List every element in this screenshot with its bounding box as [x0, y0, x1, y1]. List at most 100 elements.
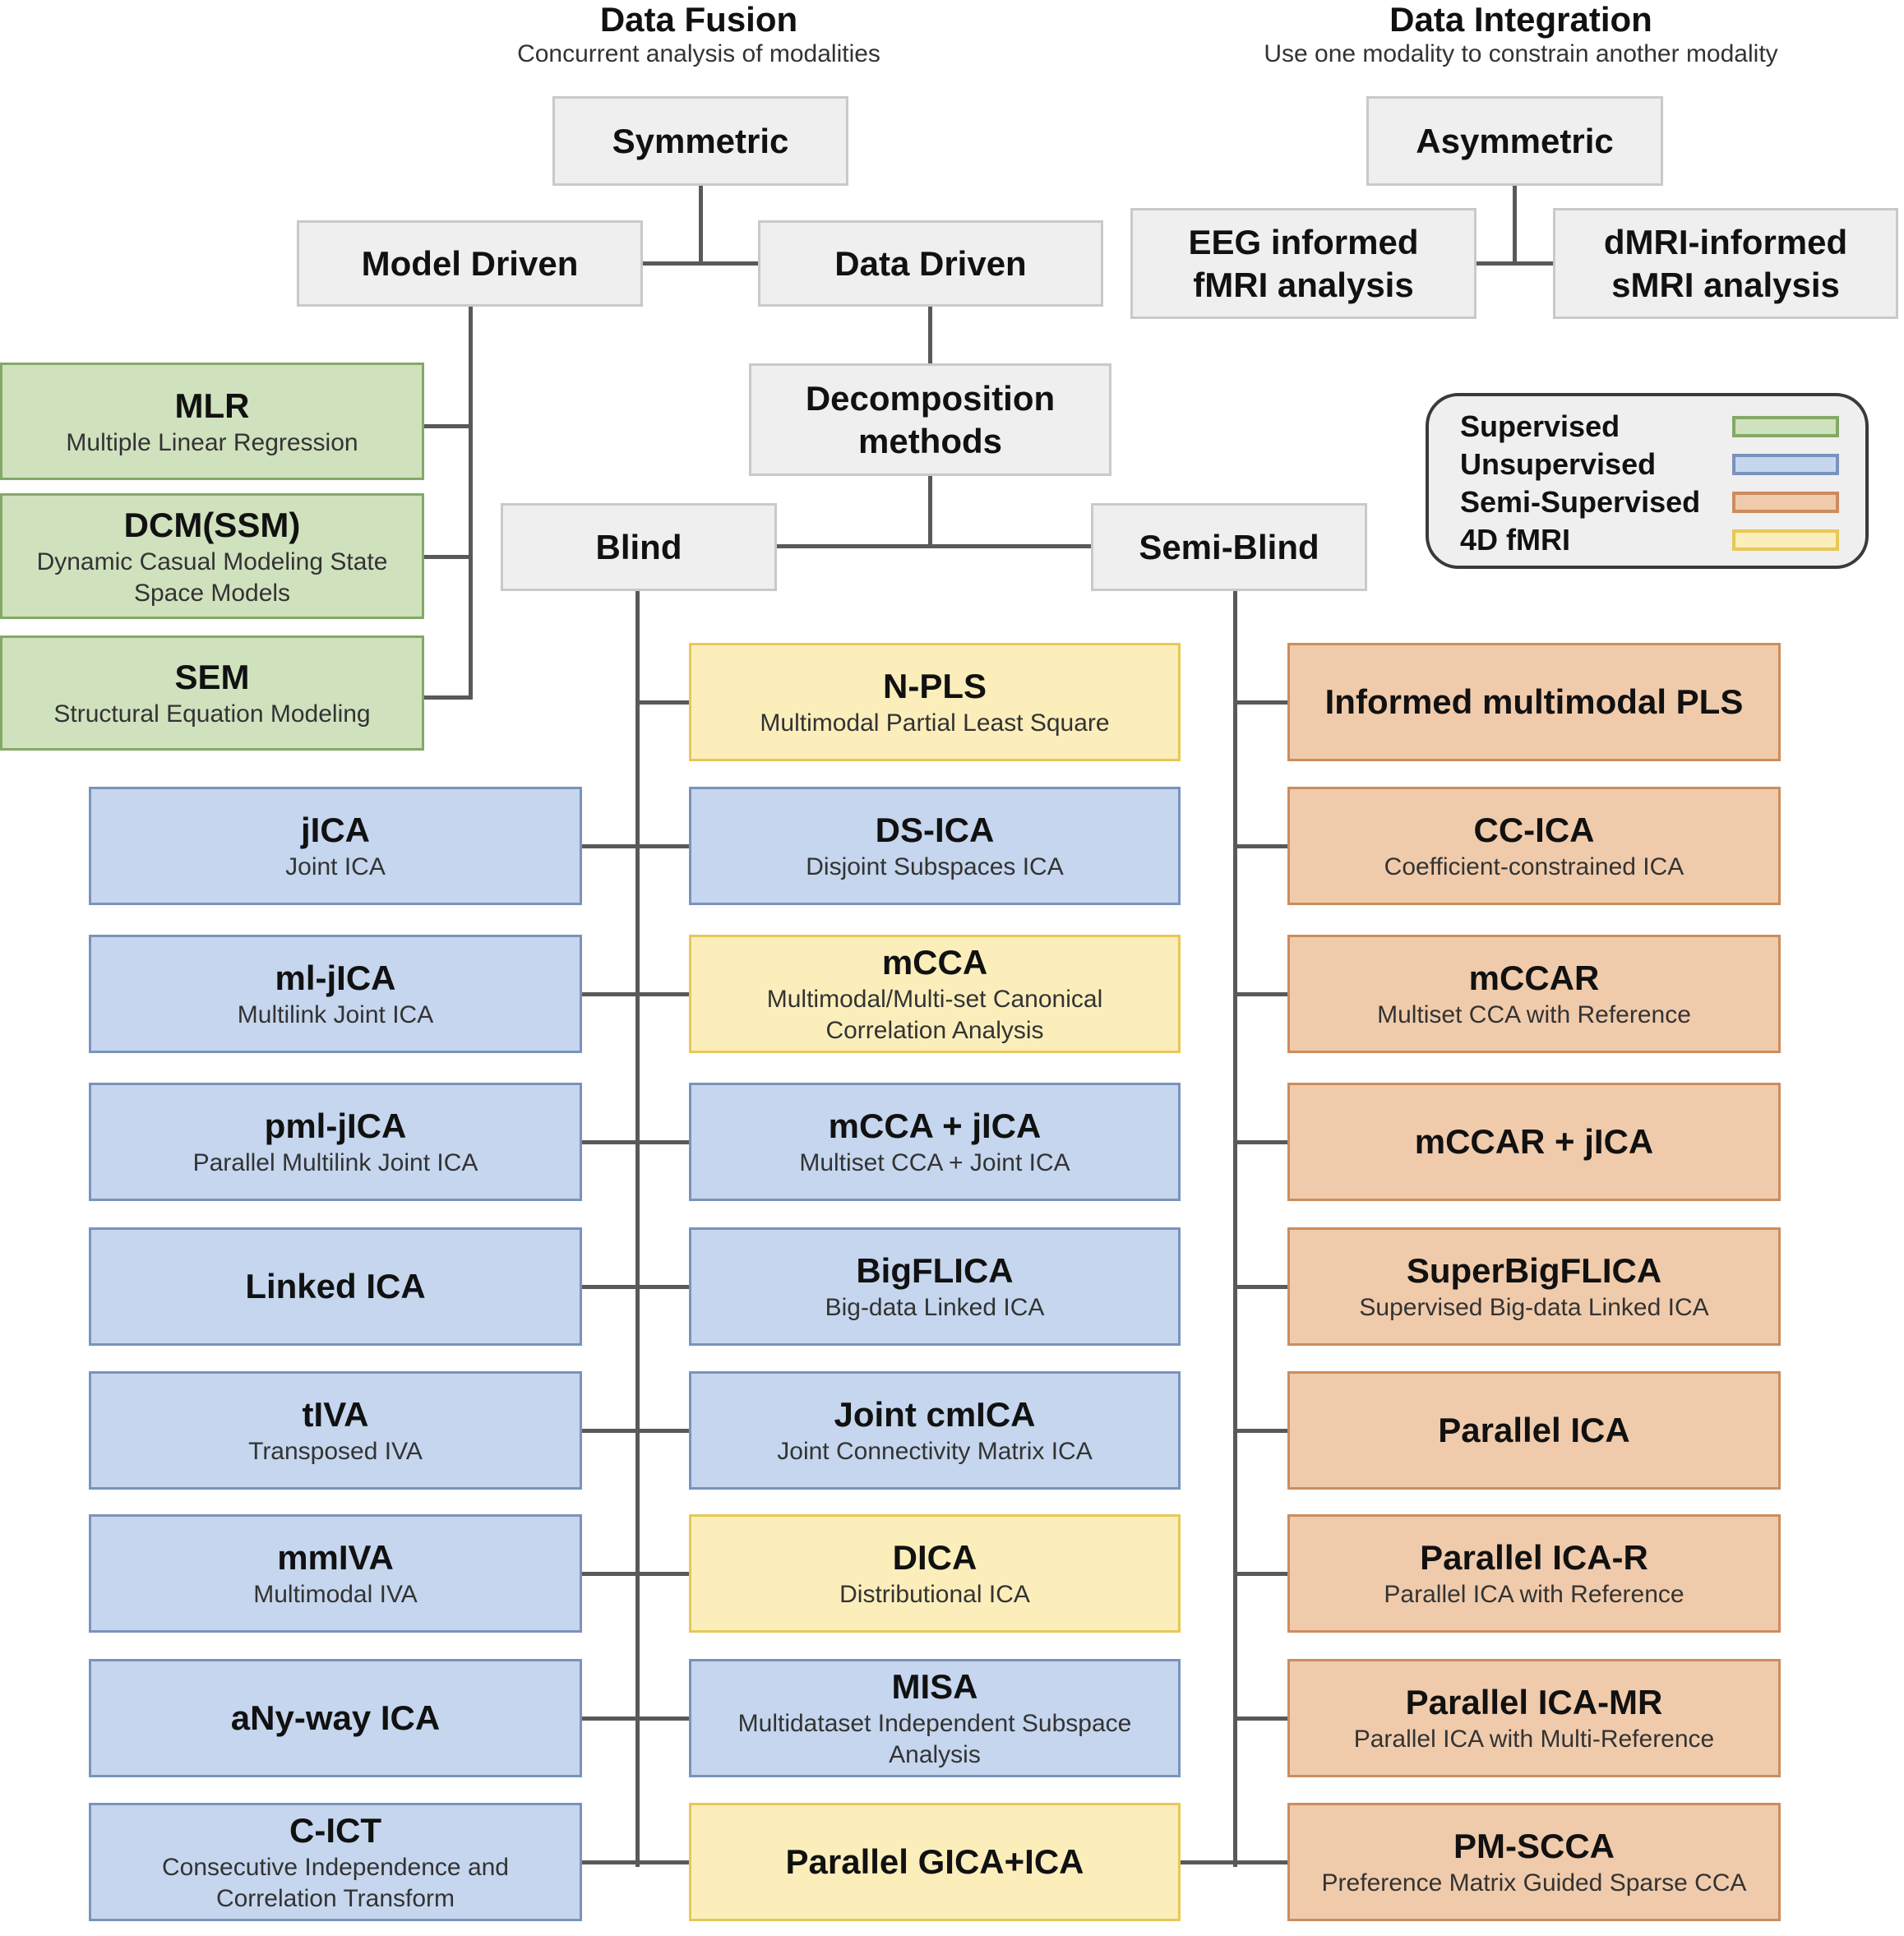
legend-item: 4D fMRI: [1460, 521, 1839, 559]
connector: [637, 1860, 689, 1864]
connector: [582, 844, 640, 848]
method-desc: Big-data Linked ICA: [825, 1294, 1045, 1321]
connector: [643, 261, 758, 266]
connector: [699, 186, 703, 264]
data-integration-title: Data Integration: [1389, 0, 1652, 39]
method-name: CC-ICA: [1473, 811, 1595, 849]
method-name: DICA: [892, 1538, 977, 1577]
legend-label: Supervised: [1460, 409, 1620, 443]
symmetric-label: Symmetric: [612, 121, 789, 160]
model-driven-node: Model Driven: [297, 220, 643, 307]
data-driven-label: Data Driven: [834, 243, 1027, 283]
connector: [637, 992, 689, 996]
connector: [582, 1572, 640, 1576]
connector: [928, 476, 932, 547]
method-desc: Multimodal/Multi-set Canonical Correlati…: [766, 986, 1103, 1044]
connector: [1235, 1860, 1287, 1864]
method-name: mmIVA: [277, 1538, 394, 1577]
connector: [637, 1572, 689, 1576]
method-desc: Joint ICA: [285, 853, 386, 880]
legend-label: Semi-Supervised: [1460, 485, 1701, 519]
method-box: mCCAR Multiset CCA with Reference: [1287, 935, 1781, 1053]
connector: [637, 700, 689, 705]
connector: [1235, 1429, 1287, 1433]
method-name: pml-jICA: [264, 1107, 407, 1145]
method-desc: Multidataset Independent Subspace Analys…: [737, 1710, 1132, 1768]
connector: [1235, 700, 1287, 705]
method-box: pml-jICA Parallel Multilink Joint ICA: [89, 1083, 582, 1201]
semi-blind-node: Semi-Blind: [1091, 503, 1367, 591]
method-desc: Multiset CCA with Reference: [1377, 1001, 1691, 1028]
semi-blind-label: Semi-Blind: [1139, 527, 1319, 566]
legend-swatch: [1732, 454, 1839, 475]
connector: [1235, 1572, 1287, 1576]
method-name: mCCA: [881, 943, 988, 982]
connector: [777, 544, 1091, 548]
connector: [582, 1429, 640, 1433]
method-name: PM-SCCA: [1453, 1827, 1615, 1865]
method-box: DICA Distributional ICA: [689, 1514, 1181, 1633]
connector: [582, 992, 640, 996]
method-name: DCM(SSM): [123, 505, 301, 544]
dmri-informed-label: dMRI-informed sMRI analysis: [1603, 222, 1848, 304]
legend-label: Unsupervised: [1460, 447, 1657, 481]
connector: [1235, 1285, 1287, 1289]
legend-item: Supervised: [1460, 408, 1839, 446]
legend-swatch: [1732, 492, 1839, 513]
connector: [469, 307, 473, 699]
asymmetric-label: Asymmetric: [1416, 121, 1614, 160]
method-desc: Parallel ICA with Reference: [1384, 1581, 1684, 1608]
connector: [1233, 591, 1237, 1867]
method-name: aNy-way ICA: [230, 1698, 441, 1737]
symmetric-node: Symmetric: [552, 96, 848, 186]
eeg-informed-label: EEG informed fMRI analysis: [1188, 222, 1419, 304]
method-desc: Distributional ICA: [839, 1581, 1030, 1608]
method-desc: Preference Matrix Guided Sparse CCA: [1321, 1869, 1747, 1897]
method-box: mCCAR + jICA: [1287, 1083, 1781, 1201]
method-name: ml-jICA: [275, 959, 396, 997]
connector: [637, 1717, 689, 1721]
method-box: jICA Joint ICA: [89, 787, 582, 905]
method-name: SEM: [174, 658, 250, 696]
method-desc: Disjoint Subspaces ICA: [806, 853, 1064, 880]
blind-label: Blind: [595, 527, 682, 566]
connector: [582, 1717, 640, 1721]
connector: [635, 591, 640, 1867]
method-box: Parallel ICA: [1287, 1371, 1781, 1490]
decomposition-node: Decomposition methods: [749, 363, 1111, 476]
method-name: mCCA + jICA: [828, 1107, 1042, 1145]
method-desc: Multiset CCA + Joint ICA: [799, 1149, 1070, 1176]
model-driven-label: Model Driven: [361, 243, 579, 283]
connector: [637, 1285, 689, 1289]
connector: [424, 555, 473, 559]
data-integration-heading: Data Integration Use one modality to con…: [1208, 0, 1833, 69]
method-box: Linked ICA: [89, 1227, 582, 1346]
method-name: jICA: [301, 811, 370, 849]
data-fusion-title: Data Fusion: [599, 0, 798, 39]
connector: [1235, 844, 1287, 848]
method-desc: Supervised Big-data Linked ICA: [1359, 1294, 1709, 1321]
method-box: mCCA + jICA Multiset CCA + Joint ICA: [689, 1083, 1181, 1201]
connector: [1235, 992, 1287, 996]
method-name: BigFLICA: [856, 1251, 1014, 1290]
method-name: DS-ICA: [875, 811, 995, 849]
data-integration-subtitle: Use one modality to constrain another mo…: [1264, 40, 1778, 67]
data-fusion-subtitle: Concurrent analysis of modalities: [517, 40, 880, 67]
method-name: mCCAR: [1468, 959, 1600, 997]
method-box: aNy-way ICA: [89, 1659, 582, 1777]
method-name: Parallel GICA+ICA: [785, 1842, 1084, 1881]
method-name: Joint cmICA: [834, 1395, 1036, 1434]
legend-label: 4D fMRI: [1460, 523, 1570, 557]
connector: [1235, 1717, 1287, 1721]
method-desc: Parallel Multilink Joint ICA: [192, 1149, 478, 1176]
dmri-informed-node: dMRI-informed sMRI analysis: [1553, 208, 1898, 319]
connector: [637, 1429, 689, 1433]
